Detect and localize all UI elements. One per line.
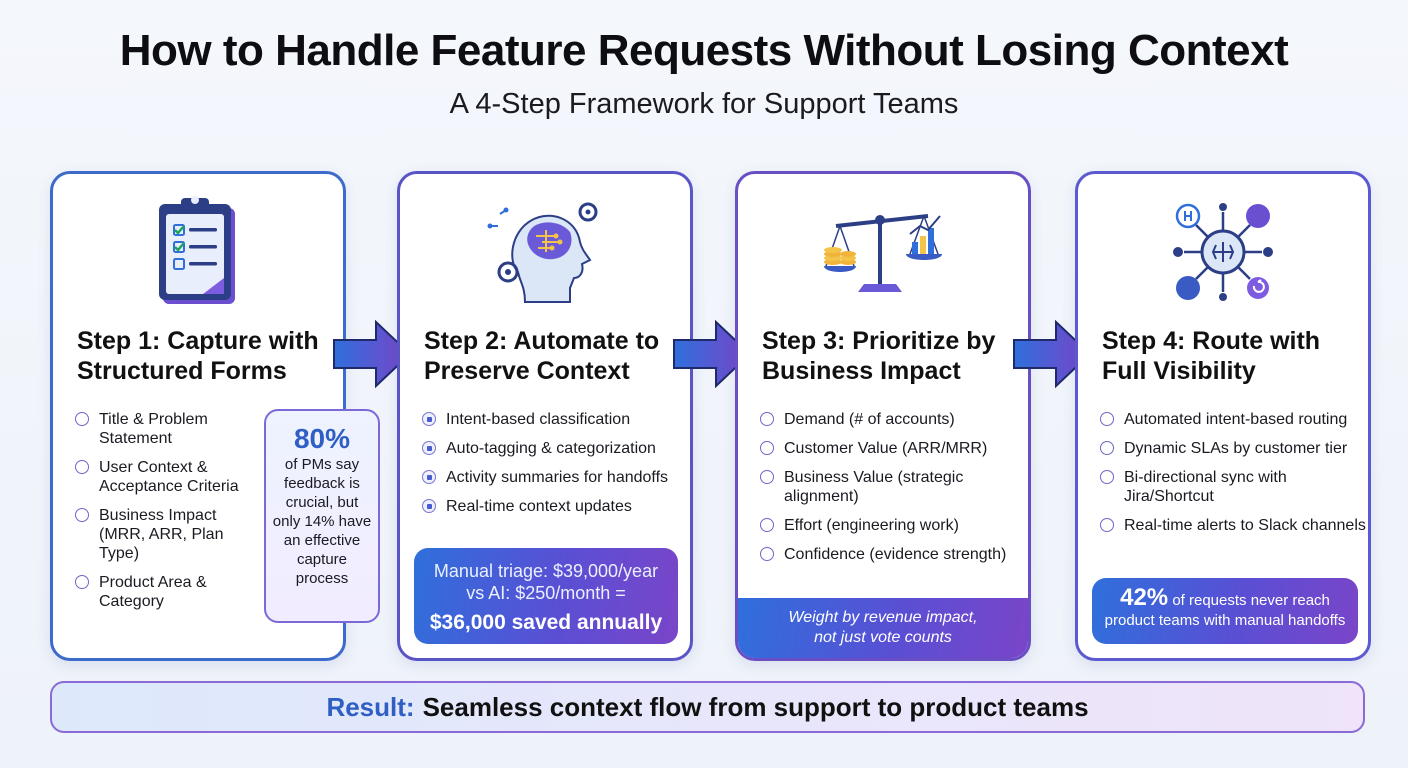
bullet-icon (422, 441, 436, 455)
bullet-icon (760, 547, 774, 561)
step-2-card: Step 2: Automate to Preserve Context Int… (397, 171, 693, 661)
step-1-list: Title & Problem Statement User Context &… (75, 410, 255, 621)
balance-scale-icon (738, 192, 1028, 312)
step-4-card: Step 4: Route with Full Visibility Autom… (1075, 171, 1371, 661)
stat-callout-80: 80% of PMs say feedback is crucial, but … (264, 409, 380, 623)
list-item: Title & Problem Statement (75, 410, 255, 448)
list-item: Intent-based classification (422, 410, 690, 429)
bullet-icon (75, 575, 89, 589)
bullet-icon (760, 470, 774, 484)
bullet-icon (75, 412, 89, 426)
bullet-icon (1100, 441, 1114, 455)
list-item: Real-time alerts to Slack channels (1100, 516, 1368, 535)
clipboard-checklist-icon (53, 192, 343, 312)
weight-footer: Weight by revenue impact, not just vote … (738, 598, 1028, 658)
bullet-icon (760, 518, 774, 532)
list-item: Product Area & Category (75, 573, 255, 611)
bullet-icon (760, 412, 774, 426)
bullet-icon (422, 499, 436, 513)
list-item: Business Value (strategic alignment) (760, 468, 1028, 506)
cost-savings-callout: Manual triage: $39,000/year vs AI: $250/… (414, 548, 678, 644)
step-3-list: Demand (# of accounts) Customer Value (A… (760, 410, 1028, 574)
page-title: How to Handle Feature Requests Without L… (119, 26, 1289, 75)
page-subtitle: A 4-Step Framework for Support Teams (449, 88, 959, 120)
list-item: User Context & Acceptance Criteria (75, 458, 255, 496)
arrow-right-icon (1013, 320, 1092, 388)
list-item: Dynamic SLAs by customer tier (1100, 439, 1368, 458)
result-banner: Result: Seamless context flow from suppo… (50, 681, 1365, 733)
bullet-icon (1100, 412, 1114, 426)
list-item: Confidence (evidence strength) (760, 545, 1028, 564)
arrow-right-icon (333, 320, 412, 388)
routing-hub-icon (1078, 192, 1368, 312)
stat-callout-42: 42% of requests never reach product team… (1092, 578, 1358, 644)
list-item: Business Impact (MRR, ARR, Plan Type) (75, 506, 255, 563)
step-2-list: Intent-based classification Auto-tagging… (422, 410, 690, 526)
list-item: Customer Value (ARR/MRR) (760, 439, 1028, 458)
arrow-right-icon (673, 320, 752, 388)
result-label: Result: (326, 691, 415, 722)
step-4-title: Step 4: Route with Full Visibility (1102, 327, 1321, 385)
list-item: Auto-tagging & categorization (422, 439, 690, 458)
result-text: Seamless context flow from support to pr… (422, 691, 1089, 722)
bullet-icon (760, 441, 774, 455)
bullet-icon (1100, 518, 1114, 532)
ai-brain-head-icon (400, 192, 690, 312)
list-item: Activity summaries for handoffs (422, 468, 690, 487)
bullet-icon (75, 460, 89, 474)
step-1-title: Step 1: Capture with Structured Forms (77, 327, 319, 385)
list-item: Real-time context updates (422, 497, 690, 516)
step-4-list: Automated intent-based routing Dynamic S… (1100, 410, 1368, 545)
bullet-icon (422, 412, 436, 426)
bullet-icon (1100, 470, 1114, 484)
bullet-icon (75, 508, 89, 522)
step-2-title: Step 2: Automate to Preserve Context (424, 327, 660, 385)
step-3-card: Step 3: Prioritize by Business Impact De… (735, 171, 1031, 661)
bullet-icon (422, 470, 436, 484)
step-3-title: Step 3: Prioritize by Business Impact (762, 327, 996, 385)
list-item: Demand (# of accounts) (760, 410, 1028, 429)
list-item: Effort (engineering work) (760, 516, 1028, 535)
list-item: Bi-directional sync with Jira/Shortcut (1100, 468, 1368, 506)
list-item: Automated intent-based routing (1100, 410, 1368, 429)
